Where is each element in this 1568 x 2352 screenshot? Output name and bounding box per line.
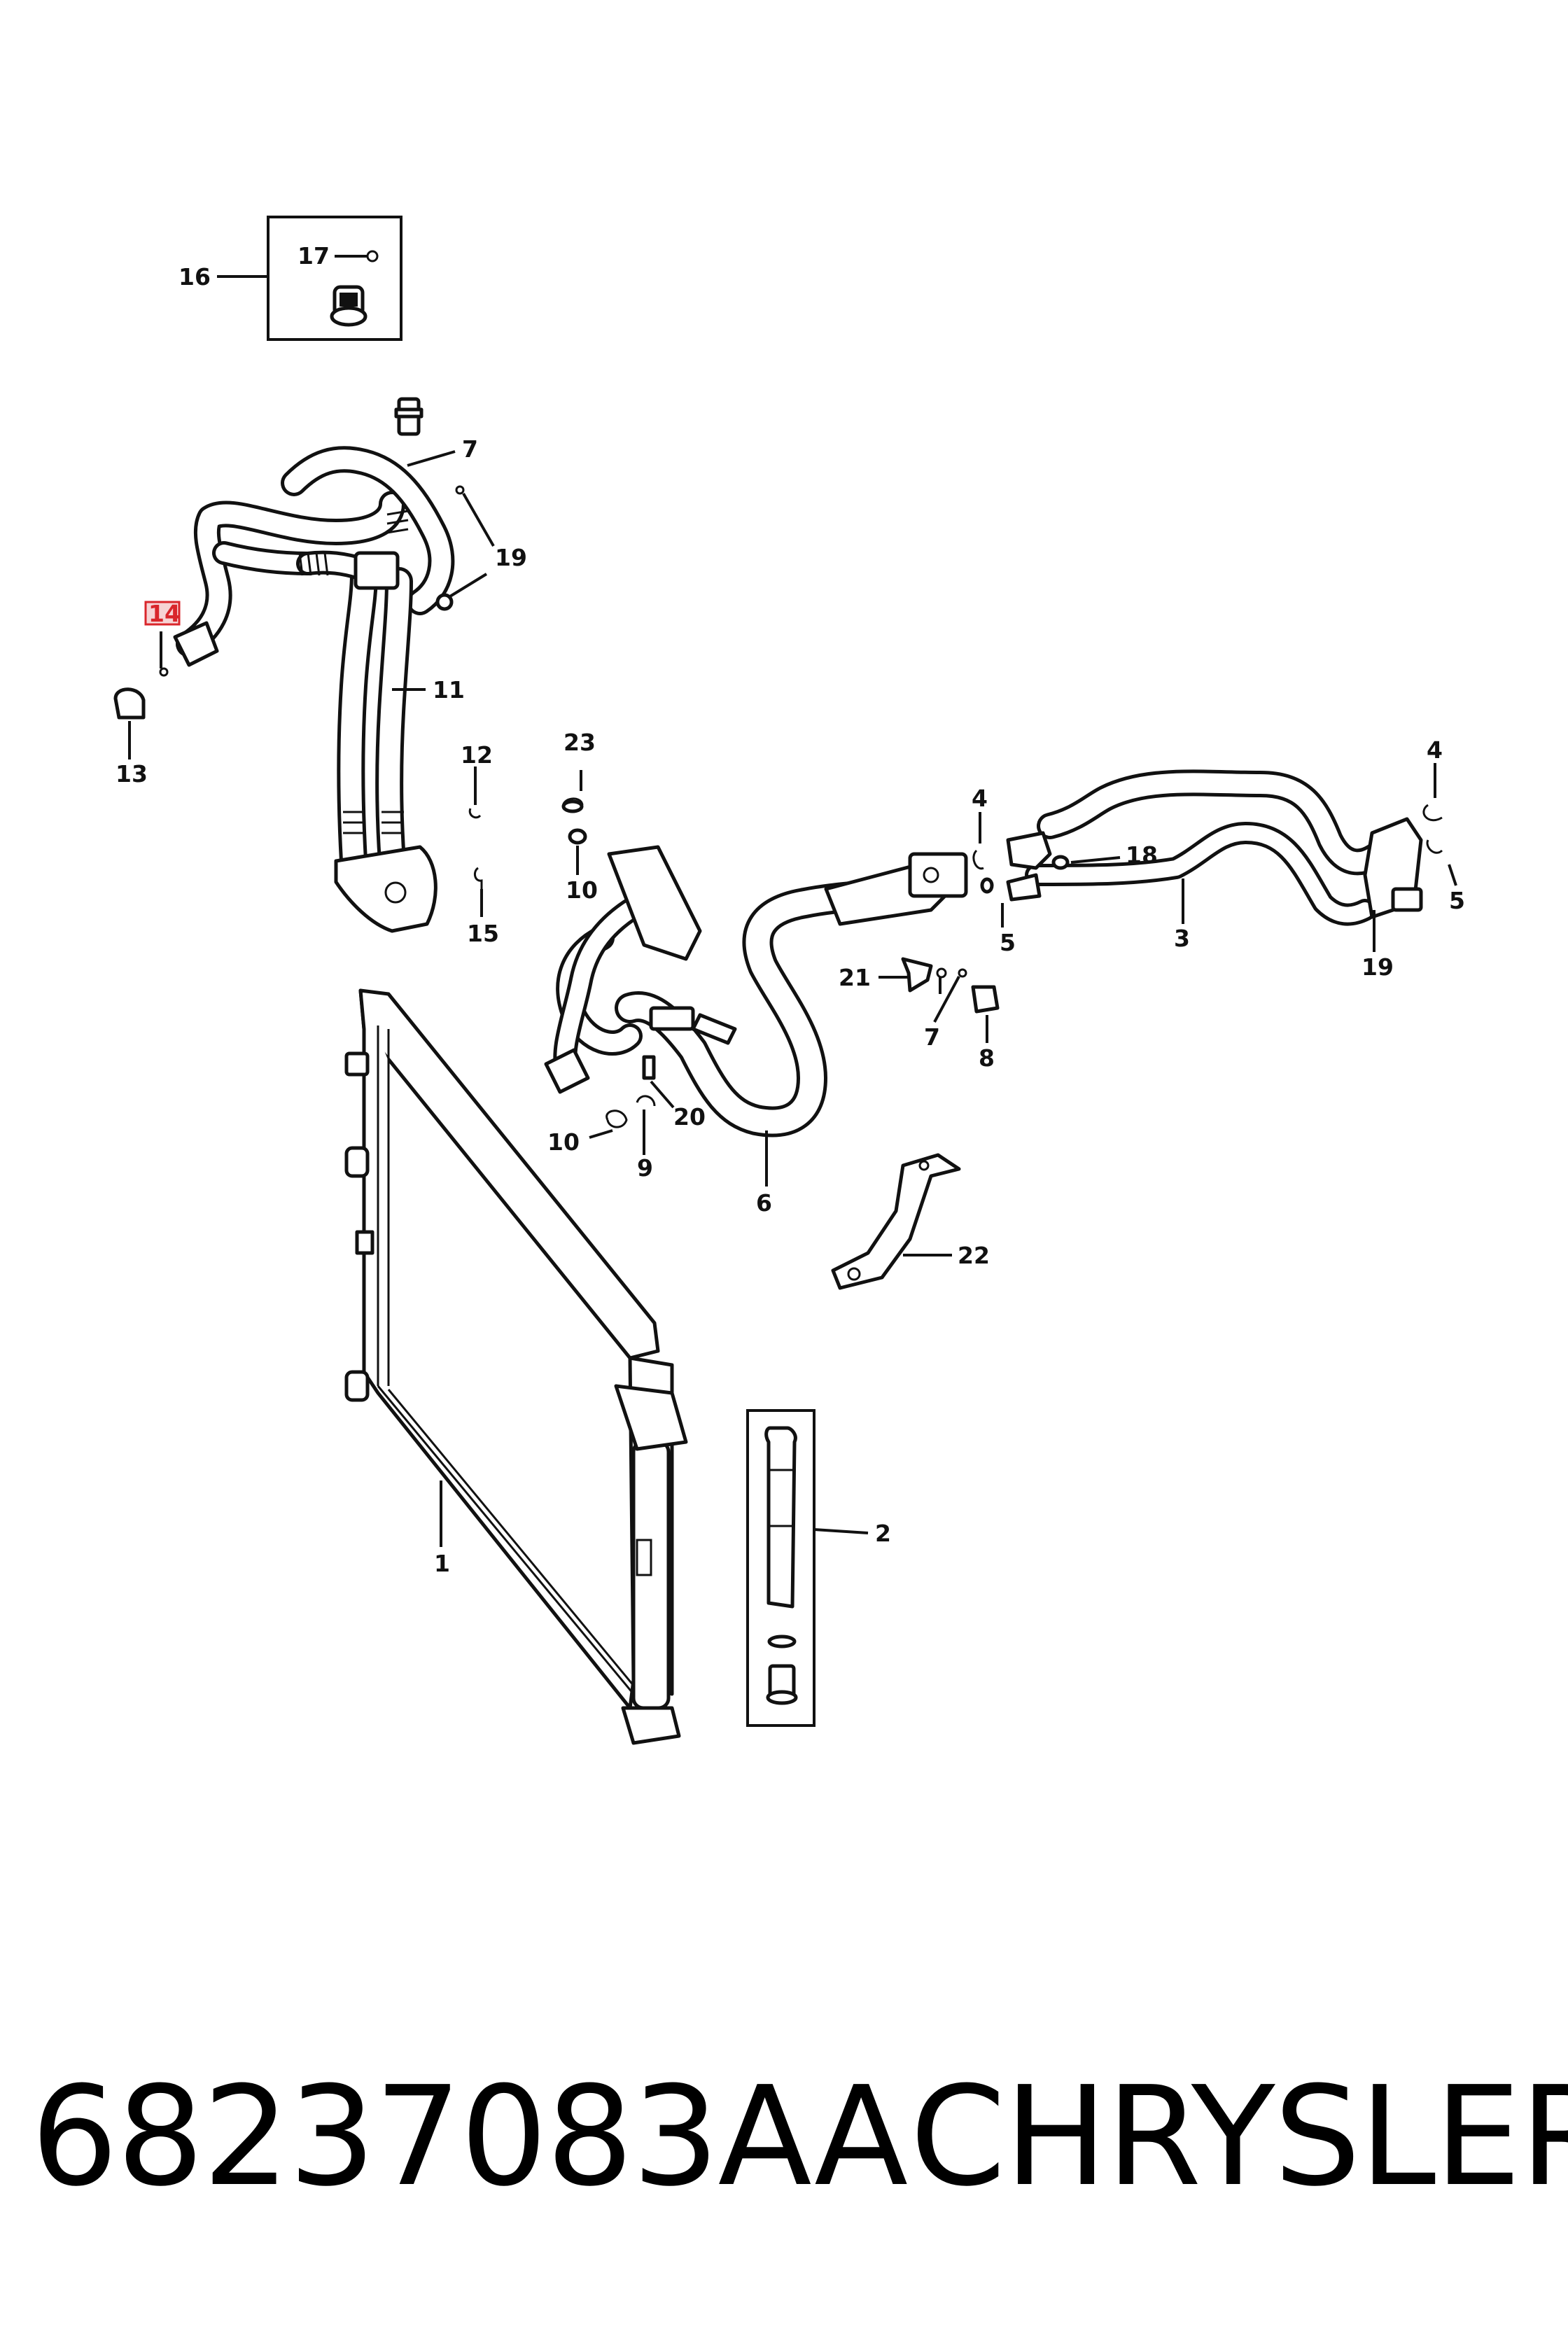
part-14 <box>159 631 169 677</box>
callout-4a: 4 <box>972 785 988 812</box>
callout-2: 2 <box>875 1520 891 1547</box>
callout-4b: 4 <box>1427 736 1443 764</box>
callout-14-highlight <box>144 601 181 626</box>
callout-labels: 16 17 7 19 11 13 12 15 23 10 10 9 20 6 4… <box>115 242 1465 1577</box>
callout-14: 14 <box>148 600 181 627</box>
callout-8: 8 <box>979 1044 995 1072</box>
small-parts-23-10 <box>561 770 587 875</box>
callout-11: 11 <box>433 676 465 704</box>
bracket-22 <box>831 1153 961 1290</box>
desiccant-kit-2 <box>746 1409 869 1727</box>
brand-name: CHRYSLER <box>910 2057 1568 2217</box>
callout-16: 16 <box>178 263 211 290</box>
callout-23: 23 <box>564 729 596 756</box>
callout-1: 1 <box>434 1550 450 1577</box>
pressure-switch-part <box>330 285 368 327</box>
part-13-clip <box>113 687 146 760</box>
refrigerant-line-3 <box>972 763 1457 952</box>
callout-10b: 10 <box>547 1128 580 1156</box>
kit-box-16 <box>217 216 402 341</box>
callout-22: 22 <box>958 1242 990 1269</box>
small-parts-21-7-8 <box>878 957 1000 1043</box>
callout-5a: 5 <box>1000 929 1016 956</box>
callout-12: 12 <box>461 741 493 769</box>
hose-ribs <box>298 510 409 834</box>
callout-21: 21 <box>839 964 871 991</box>
callout-19b: 19 <box>1362 953 1394 981</box>
callout-17: 17 <box>298 242 330 270</box>
callout-7a: 7 <box>462 435 478 463</box>
callout-20: 20 <box>673 1103 706 1130</box>
hose-assembly-11 <box>173 397 495 933</box>
callout-10a: 10 <box>566 876 598 904</box>
part-number: 68237083AA <box>31 2057 908 2217</box>
condenser-1 <box>344 988 688 1745</box>
callout-7b: 7 <box>924 1023 940 1051</box>
refrigerant-line-6 <box>544 845 968 1186</box>
callout-18: 18 <box>1126 841 1158 869</box>
callout-9: 9 <box>637 1154 653 1182</box>
callout-3: 3 <box>1174 925 1190 952</box>
callout-5b: 5 <box>1449 887 1465 914</box>
callout-13: 13 <box>115 760 148 788</box>
callout-15: 15 <box>467 920 499 947</box>
small-parts-12-15 <box>468 766 483 917</box>
callout-19a: 19 <box>495 544 527 571</box>
callout-6: 6 <box>756 1189 772 1217</box>
